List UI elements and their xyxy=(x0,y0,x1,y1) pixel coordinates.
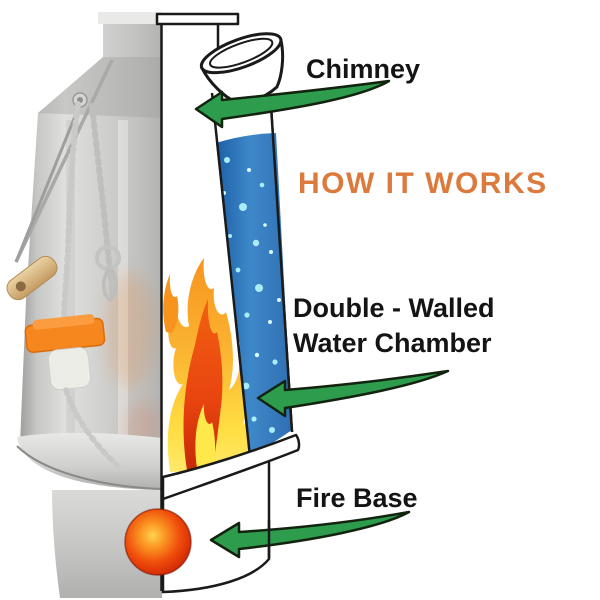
handle-wood-grip xyxy=(6,255,58,301)
brushed-streak xyxy=(66,120,75,440)
water-tube-left-edge xyxy=(210,92,252,458)
water-fill xyxy=(216,133,292,457)
arrow-chimney-icon xyxy=(194,79,391,129)
label-water-chamber-line2: Water Chamber xyxy=(293,328,492,358)
kettle-photo-half xyxy=(6,12,163,598)
flame xyxy=(163,258,256,472)
chimney-cup xyxy=(199,32,285,104)
chain-clip xyxy=(102,268,118,303)
label-fire-base: Fire Base xyxy=(296,483,418,513)
bowl-rim-band xyxy=(161,433,301,501)
bowl-rim-line xyxy=(16,445,163,490)
cutaway-lip xyxy=(155,12,240,26)
kettle-photo-bowl xyxy=(17,432,162,490)
arrow-fire-base-icon xyxy=(209,510,411,559)
handle-wire xyxy=(14,59,114,263)
kettle-photo-lip xyxy=(98,12,162,24)
label-chimney: Chimney xyxy=(306,54,421,84)
kettle-photo-base xyxy=(52,490,162,598)
flame-core-yellow xyxy=(195,404,216,468)
water-column xyxy=(210,90,294,458)
base-cylinder-outline xyxy=(161,462,271,594)
chain xyxy=(89,103,115,297)
stopper xyxy=(24,314,106,391)
flame-wisp xyxy=(163,274,179,333)
label-water-chamber: Double - Walled Water Chamber xyxy=(293,291,495,361)
page-title: HOW IT WORKS xyxy=(298,167,548,200)
water-tube-right-edge xyxy=(269,105,294,433)
label-water-chamber-line1: Double - Walled xyxy=(293,293,495,323)
chain xyxy=(61,101,81,325)
fire-reflection xyxy=(106,272,154,388)
kettle-cutaway xyxy=(155,12,301,594)
chain xyxy=(63,387,121,469)
ember-ball xyxy=(124,508,192,576)
handle-wire xyxy=(14,103,82,263)
arrow-water-chamber-icon xyxy=(256,369,450,418)
